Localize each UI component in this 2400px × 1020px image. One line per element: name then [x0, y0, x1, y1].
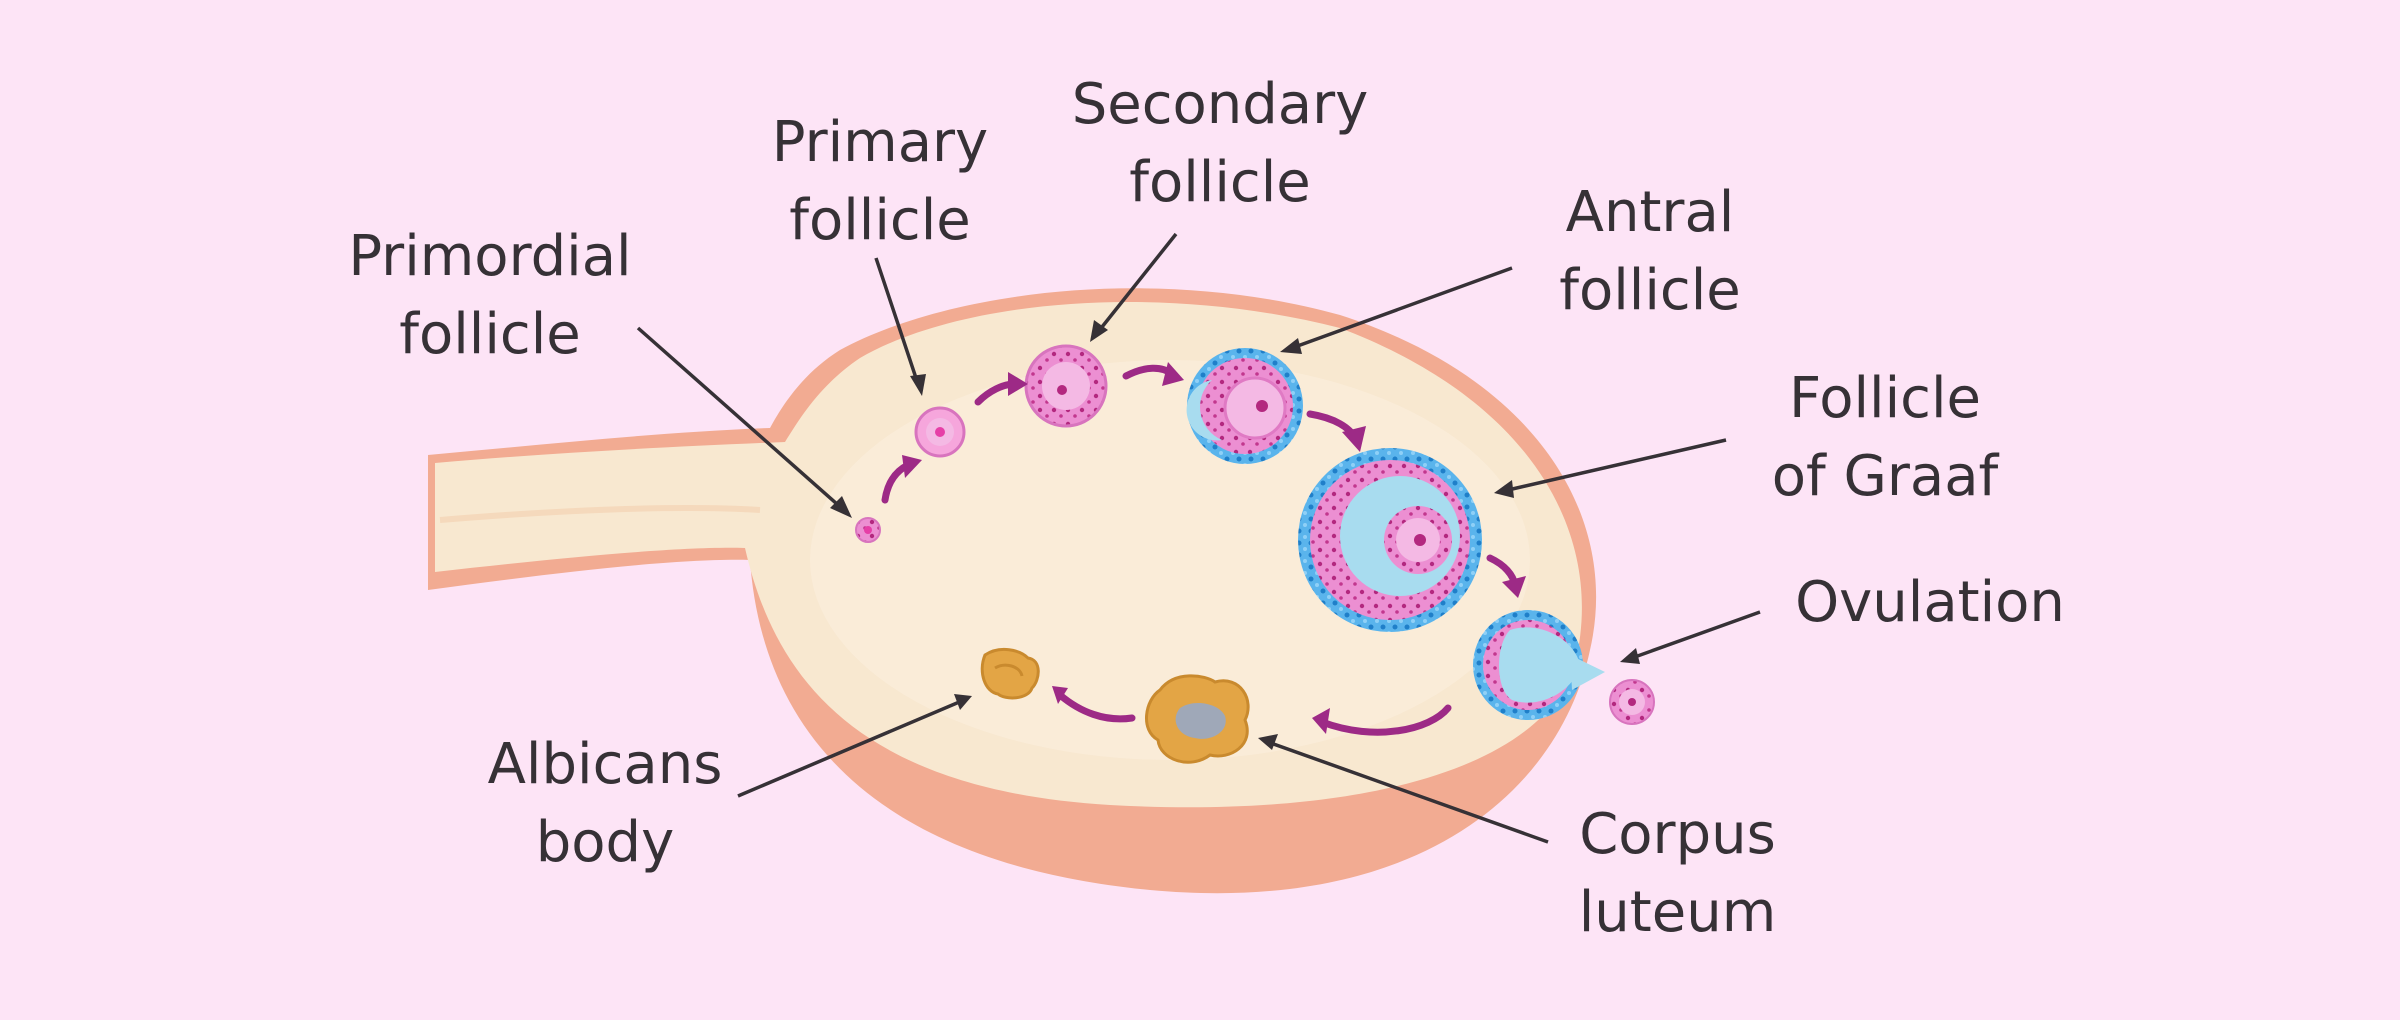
pointer-primary — [874, 257, 920, 385]
label-corpus-luteum: Corpus luteum — [1545, 796, 1810, 952]
albicans-body — [980, 647, 1040, 700]
label-albicans-body: Albicans body — [470, 726, 740, 882]
label-luteum-line1: Corpus — [1579, 802, 1776, 867]
label-antral-follicle: Antral follicle — [1520, 174, 1780, 330]
label-primordial-line1: Primordial — [348, 224, 632, 289]
pointer-antral — [1291, 266, 1513, 350]
pointer-lines — [636, 232, 1761, 844]
pointer-albicans — [737, 698, 965, 798]
arrow-luteum-albicans — [1056, 691, 1136, 723]
label-ovulation: Ovulation — [1770, 564, 2090, 642]
label-primary-line2: follicle — [789, 188, 971, 253]
label-graaf-line2: of Graaf — [1771, 444, 1999, 509]
label-primordial-follicle: Primordial follicle — [330, 218, 650, 374]
label-follicle-of-graaf: Follicle of Graaf — [1740, 360, 2030, 516]
label-primordial-line2: follicle — [399, 302, 581, 367]
antral-follicle — [1186, 348, 1303, 464]
pointer-graaf — [1507, 438, 1727, 492]
pointer-luteum — [1267, 740, 1549, 844]
graafian-follicle — [1298, 448, 1482, 632]
label-luteum-line2: luteum — [1578, 880, 1777, 945]
arrow-ovulation-luteum — [1318, 704, 1452, 736]
primordial-follicle — [855, 517, 881, 543]
label-albicans-line2: body — [535, 810, 675, 875]
label-primary-line1: Primary — [771, 110, 989, 175]
cycle-arrowheads — [902, 362, 1526, 734]
label-albicans-line1: Albicans — [487, 732, 723, 797]
label-secondary-line2: follicle — [1129, 150, 1311, 215]
ovary-stalk-highlight — [439, 505, 761, 523]
label-graaf-line1: Follicle — [1789, 366, 1981, 431]
label-primary-follicle: Primary follicle — [735, 104, 1025, 260]
secondary-follicle — [1024, 344, 1108, 428]
primary-follicle — [914, 406, 966, 458]
pointer-ovulation — [1631, 610, 1761, 660]
pointer-heads — [830, 320, 1640, 750]
ovulating-follicle — [1473, 610, 1605, 720]
released-oocyte — [1609, 679, 1655, 725]
pointer-secondary — [1096, 232, 1178, 334]
label-ovulation-line1: Ovulation — [1795, 570, 2065, 635]
label-secondary-line1: Secondary — [1071, 72, 1369, 137]
corpus-luteum — [1144, 674, 1250, 764]
label-antral-line1: Antral — [1565, 180, 1735, 245]
label-antral-line2: follicle — [1559, 258, 1741, 323]
pointer-primordial — [636, 326, 848, 514]
label-secondary-follicle: Secondary follicle — [1055, 66, 1385, 222]
